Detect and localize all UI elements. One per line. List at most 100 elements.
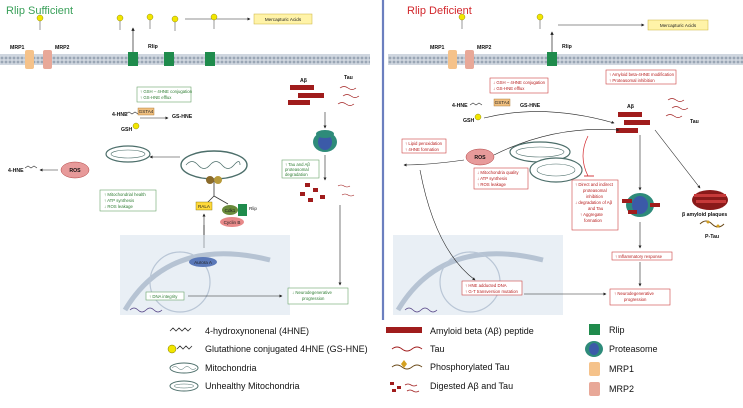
right-gshne-label: GS-HNE [520,103,541,109]
left-tau-strands [337,86,360,106]
right-amyloid-box [605,69,677,85]
legend-hne-icon [169,327,192,332]
right-ptau-label: P-Tau [705,234,719,240]
right-direct-line-2: proteasomal [583,188,607,193]
left-rlip-label: Rlip [148,44,158,50]
right-tau-label: Tau [690,119,699,125]
legend-tau-label: Tau [430,344,445,354]
left-mito-line-3: ↓ ROS leakage [104,204,134,209]
right-cell-membrane [388,54,743,65]
left-panel-title: Rlip Sufficient [6,5,73,17]
right-dna-box [461,280,523,296]
left-aurora-label: Aurora A [194,260,213,265]
legend-rlip-icon [589,324,600,335]
left-rlip-small-label: Rlip [249,206,257,211]
left-degradation-line-2: proteasomal [285,167,309,172]
right-ros-label: ROS [474,155,486,161]
left-hne-output-molecule [24,165,38,169]
right-ptau-tangle [699,220,725,228]
left-cell-membrane [0,54,370,65]
right-dna-line-2: ↑ G-T transversion mutation [465,289,519,294]
legend-rlip-label: Rlip [609,325,625,335]
right-mito-line-3: ↑ ROS leakage [477,182,507,187]
left-degradation-line-3: degradation [285,172,308,177]
right-lipid-to-dna-arrow [419,169,476,281]
left-gshne-top [36,13,218,31]
right-gsh-molecule [474,113,482,121]
legend-mrp1-icon [589,362,600,376]
legend: 4-hydroxynonenal (4HNE) Glutathione conj… [167,324,658,396]
right-gshne-top [458,13,544,29]
right-amyloid-peptides [616,112,650,133]
legend-proteasome-label: Proteasome [609,344,658,354]
legend-tau-icon [391,346,423,352]
left-mrp2-transporter [43,50,52,69]
left-rlip-complex [203,176,229,207]
right-direct-line-7: formation [584,218,603,223]
right-gsh-label: GSH [463,118,474,124]
right-panel: Rlip Deficient Mercapturic Acids MRP1 MR… [388,5,743,315]
right-rlip-label: Rlip [562,44,572,50]
right-tau-strands [665,98,689,118]
left-conjugation-line-1: ↑ GSH – 4HNE conjugation [140,89,193,94]
left-mito-line-2: ↑ ATP synthesis [104,198,134,203]
right-amyloid-line-1: ↑ Amyloid beta-4HNE modification [609,72,675,77]
right-gsta4-enzyme [493,98,511,107]
legend-unhealthy-mito-icon [169,380,199,392]
right-nuclear-envelope [395,251,544,312]
left-mito-line-1: ↑ Mitochondrial health [104,192,146,197]
left-rlip-small [238,204,247,216]
right-amyloid-plaque [692,190,728,210]
left-ros-blob [60,161,90,179]
right-proteasome-aggregate [622,193,660,217]
right-mito-line-1: ↓ Mitochondria quality [477,170,519,175]
legend-unhealthy-label: Unhealthy Mitochondria [205,381,300,391]
left-rlip-2 [164,52,174,66]
right-mito-line-2: ↓ ATP synthesis [477,176,507,181]
left-digested-fragments [300,183,355,202]
left-dna-strand [129,307,163,313]
left-hne-output-label: 4-HNE [8,168,24,174]
left-mrp1-transporter [25,50,34,69]
right-lipid-line-1: ↑ Lipid peroxidation [405,141,443,146]
legend-mrp2-icon [589,382,600,396]
right-conjugation-line-1: ↓ GSH – 4HNE conjugation [493,80,546,85]
left-gsta4-label: GSTA4 [139,109,154,114]
right-dna-strand [404,307,438,313]
right-mrp1-label: MRP1 [430,45,445,51]
right-hne-to-ab-arrow [483,111,615,124]
right-direct-line-6: ↑ Aggregate [580,212,604,217]
left-dna-label: ↑ DNA integrity [149,294,178,299]
left-cdk1-label: Cdk1 [225,208,236,213]
right-mitochondrion-2 [529,157,583,183]
right-direct-line-3: inhibition [586,194,604,199]
legend-ptau-label: Phosphorylated Tau [430,362,509,372]
left-nuclear-ring [149,251,211,313]
right-mrp1-transporter [448,50,457,69]
right-mito-quality-box [473,167,529,190]
right-plaques-label: β amyloid plaques [682,212,727,218]
left-cdk1-blob [222,205,238,215]
left-ab-label: Aβ [300,78,307,84]
left-mercapturic-label: Mercapturic Acids [265,17,302,22]
left-dna-box [145,291,185,301]
left-mercapturic-box [253,13,313,25]
left-degradation-box [281,159,320,179]
left-aurora-blob [189,257,217,267]
right-direct-inhibition-box [571,179,619,231]
right-mercapturic-box [647,19,709,31]
right-hne-molecule [469,102,483,106]
right-mitochondrion-1 [509,141,571,163]
left-mito-health-box [99,189,157,212]
right-neuro-box [609,288,671,306]
left-ros-label: ROS [69,168,81,174]
left-gshne-label: GS-HNE [172,114,193,120]
right-ros-blob [465,148,495,166]
legend-proteasome-icon [585,341,603,357]
right-mrp2-transporter [465,50,474,69]
right-conjugation-line-2: ↓ GS-HNE efflux [493,86,525,91]
right-nucleus-region [393,235,563,315]
left-mrp1-label: MRP1 [10,45,25,51]
left-neuro-box [287,287,349,305]
